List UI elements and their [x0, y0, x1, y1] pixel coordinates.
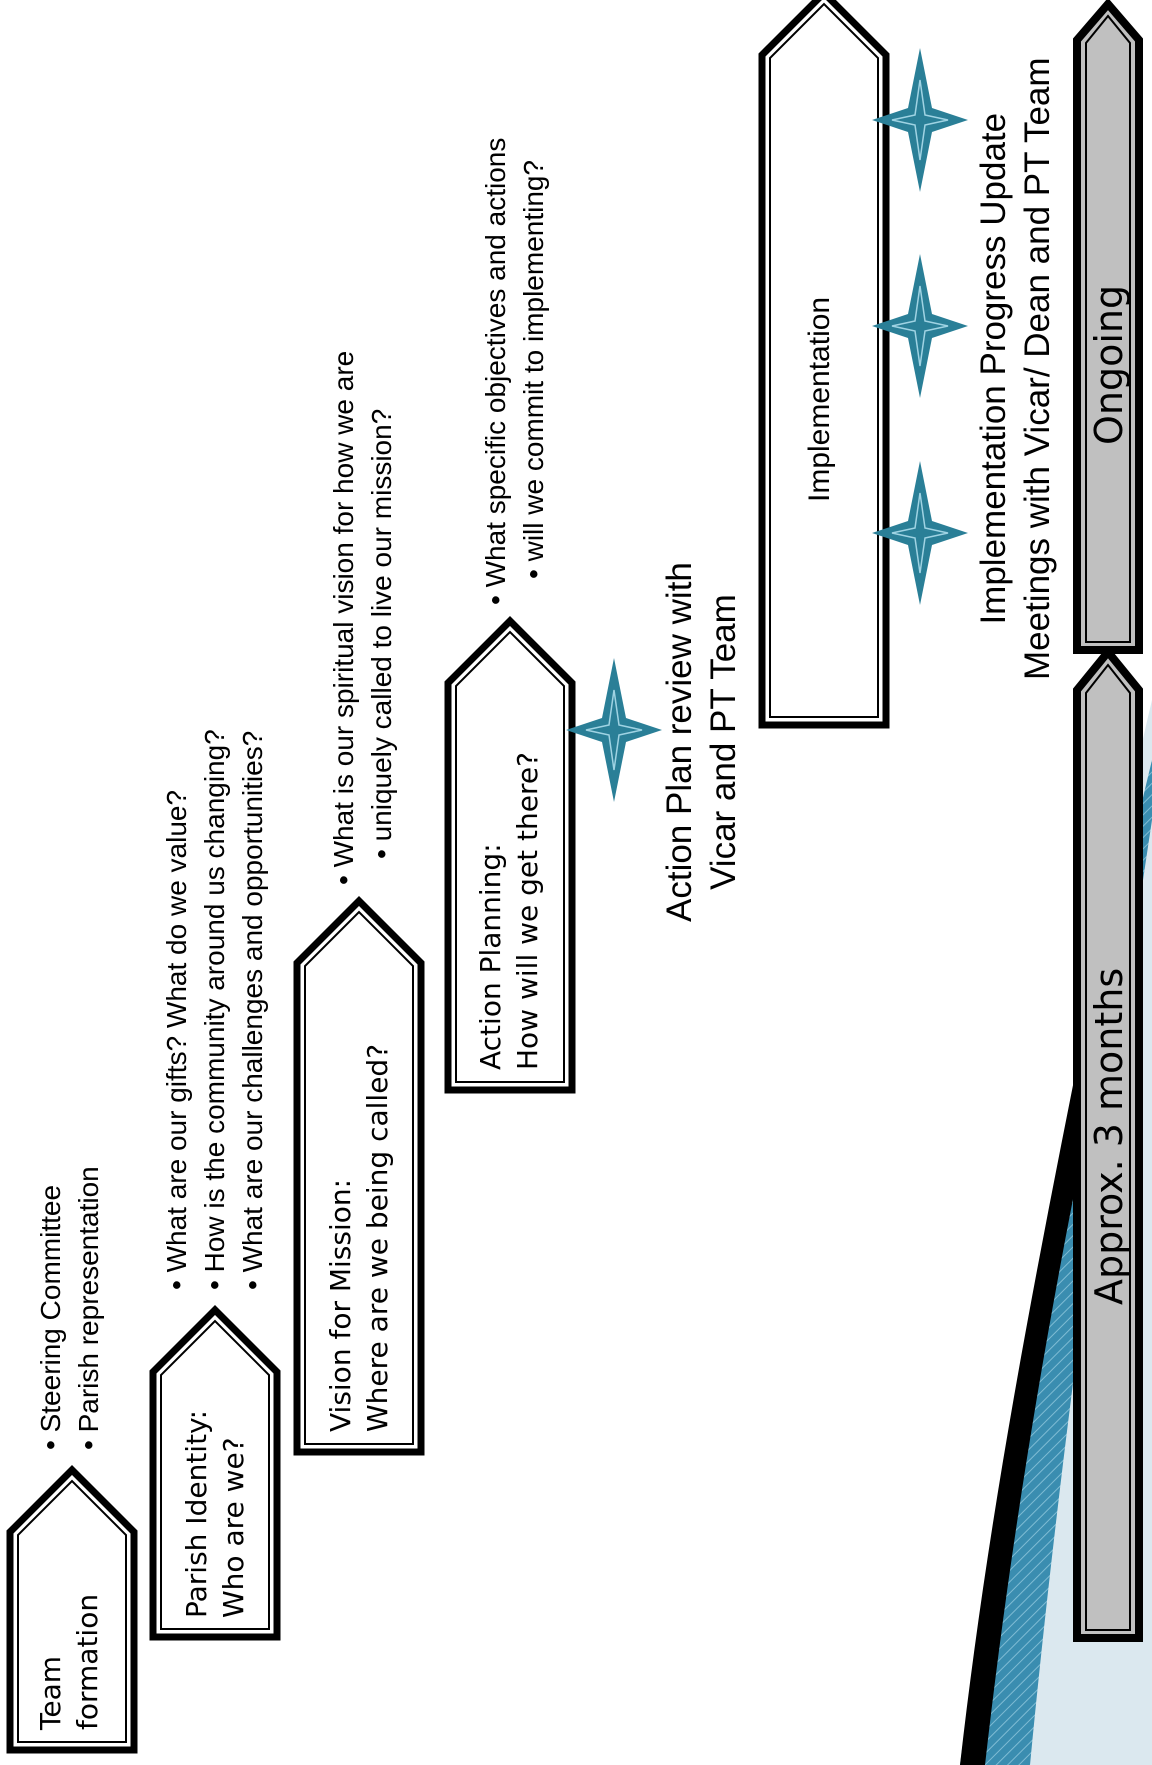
- stage-label-team: Team formation: [34, 1593, 104, 1730]
- stage-box-implementation: [758, 0, 890, 729]
- four-point-star-icon: [566, 658, 662, 802]
- four-point-star-icon: [872, 48, 968, 192]
- stage-bullets-identity: What are our gifts? What do we value? Ho…: [158, 729, 272, 1290]
- milestone-progress-update: Implementation Progress Update Meetings …: [974, 57, 1057, 680]
- timeline-label-approx: Approx. 3 months: [1087, 967, 1131, 1305]
- stage-bullets-team: Steering Committee Parish representation: [32, 1166, 108, 1450]
- stage-bullets-vision: What is our spiritual vision for how we …: [325, 351, 401, 885]
- stage-label-action: Action Planning: How will we get there?: [474, 752, 544, 1070]
- stage-label-identity: Parish Identity: Who are we?: [180, 1409, 250, 1618]
- four-point-star-icon: [872, 461, 968, 605]
- timeline-label-ongoing: Ongoing: [1087, 284, 1131, 445]
- stage-label-implementation: Implementation: [803, 296, 836, 502]
- stage-box-vision: [293, 896, 425, 1456]
- stage-bullets-action: What specific objectives and actions wil…: [477, 138, 553, 605]
- timeline-bar-ongoing: [1073, 0, 1143, 654]
- timeline-bar-approx: [1073, 645, 1143, 1642]
- stage-box-action: [444, 616, 576, 1094]
- milestone-action-review: Action Plan review with Vicar and PT Tea…: [660, 562, 743, 922]
- stage-label-vision: Vision for Mission: Where are we being c…: [324, 1043, 394, 1432]
- stage-box-team: [6, 1465, 138, 1754]
- stage-box-identity: [149, 1305, 281, 1641]
- four-point-star-icon: [872, 254, 968, 398]
